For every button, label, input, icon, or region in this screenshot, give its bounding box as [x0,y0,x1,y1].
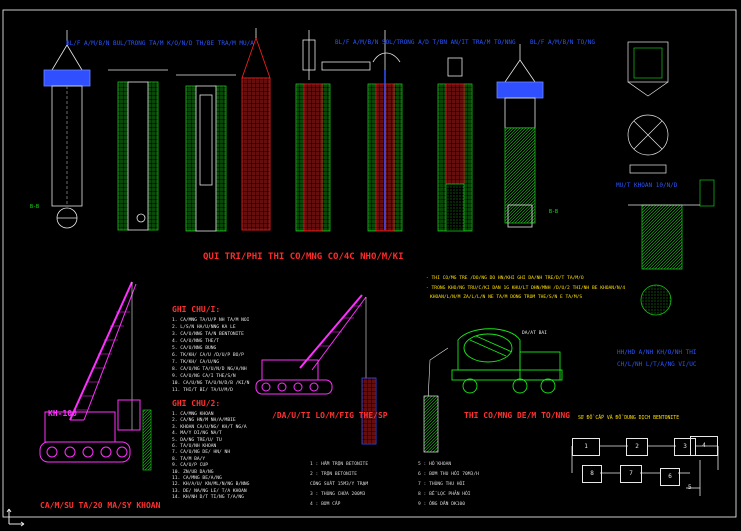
legend-item: 1 : HẦM TRỘN BETONITE [310,462,369,467]
casing-lift-figure [43,30,91,229]
pile-header-2: BL/F A/M/B/N SOL/TRONG A/D T/BN AN/IT TR… [335,39,516,46]
notes-2-item: 8. TA/M BA/Y [172,456,206,462]
legend-item: 7 : THÙNG THU HỒI [418,482,466,487]
flowchart-outlet-5: 5 [688,484,692,491]
notes-1-item: 5. CA/U/NNG BUNG [172,346,217,351]
notes-2-item: 7. CA/U/NG DE/ HN/ NH [172,450,231,456]
blue-right-note-1: HH/HD A/NH KH/O/NH THI [617,349,697,356]
pile-header-1: BL/F A/M/B/N BUL/TRONG TA/M K/O/N/D TH/B… [66,40,254,47]
crane-label: KH-100 [48,409,77,418]
flowchart-box-4: 4 [690,436,718,456]
notes-2-item: 3. KHOAN CA/U/NG/ KH/T NG/A [172,424,247,430]
notes-1-item: 4. CA/U/NNG THE/T [172,339,220,344]
notes-2-item: 2. CA/NG HN/M NH/A/MBIE [172,418,236,424]
cage-caption: /DA/U/TI LO/M/FIG THE/SP [272,411,388,420]
pile-stage-2 [176,74,236,232]
notes-2-item: 14. KH/NH D/T TI/NG T/A/NG [172,495,244,501]
detail-borehole [628,204,700,316]
right-detail-label: MU/T KHOAN 10/N/D [616,182,678,189]
notes-2-item: 10. ZN/UB DA/NG [172,469,214,475]
flowchart-box-6: 6 [660,468,680,486]
flowchart-title: SƠ ĐỒ CẤP VÀ ĐỔ DUNG DỊCH BENTONITE [578,416,680,421]
ucs-axis-icon [6,508,25,527]
legend-item: 6 : BƠM THU HỒI 70M3/H [418,472,479,477]
pile-stage-1 [108,69,168,231]
rebar-cage-hanging [361,377,377,445]
flowchart-box-8: 8 [582,465,602,483]
legend-item: 9 : ỐNG DẪN DK100 [418,502,466,507]
crawler-crane-left [39,281,141,463]
yellow-note-1: - THI CO/MG TRE /DO/NG DO HN/KHI GHI DA/… [426,276,584,281]
notes-2-heading: GHI CHU/2: [172,399,221,408]
notes-1-item: 3. CA/U/NNG TA/N BENTONITE [172,332,244,337]
borehole-under-crane [142,409,152,471]
tremie-borehole [423,395,439,453]
flowchart-box-7: 7 [620,465,642,483]
yellow-note-3: KHOAN/L/N/M ZA/L/L/N NE TA/M DONG TROM T… [430,295,583,300]
pile-stage-7 [496,44,544,228]
flowchart-box-3: 3 [674,438,696,456]
pile-stage-3 [241,28,271,231]
legend-item: 2 : TRỘN BETONITE [310,472,358,477]
mixer-small-label: DA/AT BAI [522,331,547,336]
legend-left: 1 : HẦM TRỘN BETONITE 2 : TRỘN BETONITE … [310,462,368,512]
notes-1-heading: GHI CHU/I: [172,305,221,314]
detail-top-right [627,41,715,207]
legend-item: 4 : BƠM CẤP [310,502,341,507]
flowchart-box-1: 1 [572,438,600,456]
notes-1-item: 7. TK/KH/ CA/U/NG [172,360,220,365]
notes-2-item: 11. CA/MNG BE/A/NG [172,475,222,481]
notes-1: GHI CHU/I: 1. CA/MNG TA/U/P NH TA/M NOI … [172,306,249,395]
notes-2-item: 5. DA/NG TRE/U/ TU [172,437,222,443]
flowchart-box-2: 2 [626,438,648,456]
section-left-label: B-B [30,204,40,210]
notes-1-item: 8. CA/U/NG TA/U/N/D NG/A/NH [172,367,247,372]
concrete-mixer-truck [427,328,563,401]
crawler-crane-middle [255,294,367,395]
notes-1-item: 11. THI/T BI/ TA/U/M/D [172,388,233,393]
notes-2-item: 9. CA/U/P CUP [172,463,208,469]
legend-right: 5 : HỐ KHOAN 6 : BƠM THU HỒI 70M3/H 7 : … [418,462,479,512]
notes-2-item: 1. CA/MNG KHOAN [172,412,214,417]
yellow-note-2: - TRONG KHO/NG TRU/C/KI DAN 1G KHU/LT DH… [426,286,626,291]
pile-stage-4 [295,30,371,232]
notes-1-item: 10. CA/U/NG TA/U/N/D/B /KI/N [172,381,250,386]
pile-sequence [108,28,544,232]
legend-item: 8 : BỂ LỌC PHẢN HỒI [418,492,471,497]
pile-header-3: BL/F A/M/B/N TO/NG [530,39,596,46]
legend-item: CÔNG SUẤT 15M3/Y TRẠM [310,482,369,487]
legend-item: 3 : THÙNG CHỨA 200M3 [310,492,366,497]
notes-1-item: 2. L/S/N HA/U/NNG KA LE [172,325,236,330]
section-title-pile: QUI TRI/PHI THI CO/MNG CO/4C NHO/M/KI [203,252,404,262]
notes-1-item: 1. CA/MNG TA/U/P NH TA/M NOI [172,318,250,323]
mixer-caption: THI CO/MNG DE/M TO/NNG [464,411,570,420]
notes-2-item: 13. DE/ NA/NG LE/ T/A KHOAN [172,488,247,494]
notes-2-item: 6. TA/U/NH KHOAN [172,443,217,449]
pile-stage-5 [367,30,403,232]
notes-2-item: 4. MA/Y DI/NG NA/T [172,431,222,437]
notes-2-item: 12. KH/A/U/ KN/ML/N/NG B/NNG [172,482,250,488]
pile-stage-6 [437,57,473,232]
crane-caption: CA/M/SU TA/20 MA/SY KHOAN [40,501,161,510]
blue-right-note-2: CH/L/NH L/T/A/NG VI/UC [617,361,697,368]
legend-item: 5 : HỐ KHOAN [418,462,452,467]
notes-2: GHI CHU/2: 1. CA/MNG KHOAN 2. CA/NG HN/M… [172,400,249,501]
section-right-label: B-B [549,209,559,215]
notes-1-item: 9. CA/U/NG CA/I THE/S/N [172,374,236,379]
notes-1-item: 6. TK/KH/ CA/U /D/U/P BO/P [172,353,244,358]
